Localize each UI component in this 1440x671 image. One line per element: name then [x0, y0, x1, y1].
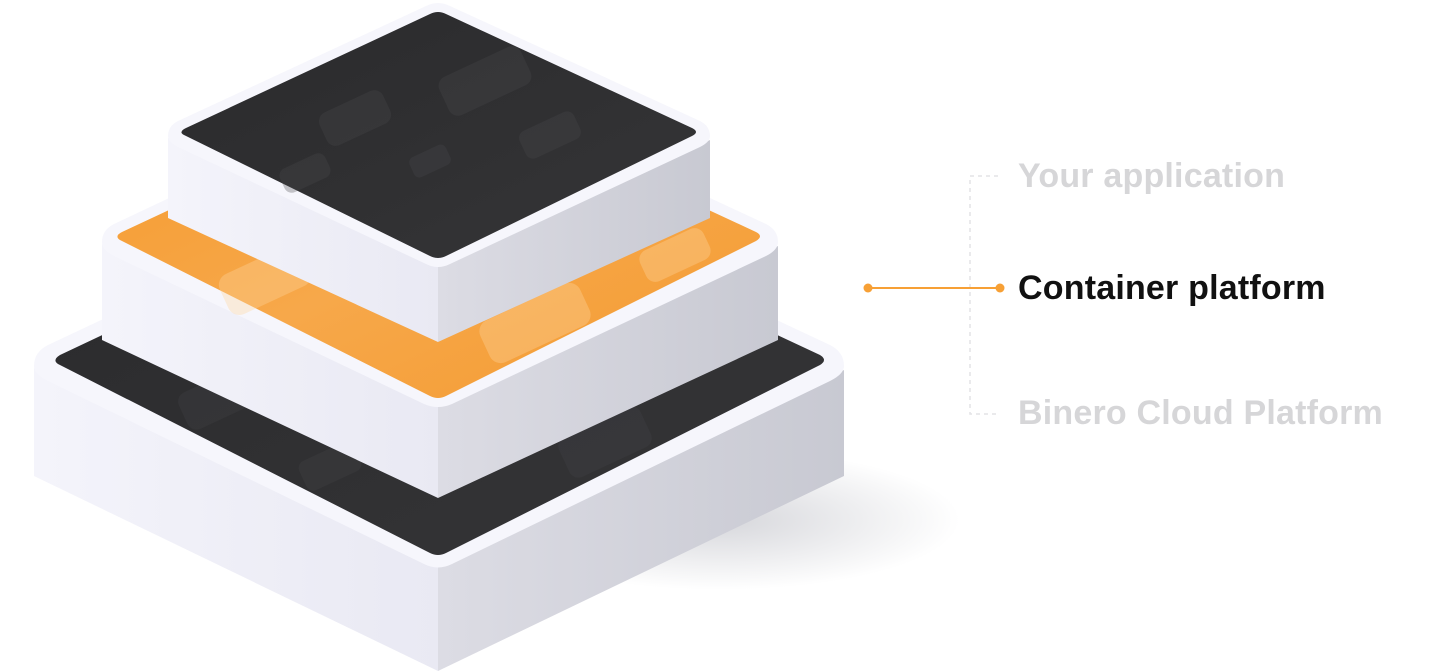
orange-dot-connector-icon [863, 283, 1005, 293]
layer-bottom-right-side [438, 370, 844, 671]
layer-top-right-side [438, 140, 710, 342]
layer-top-your-application [168, 3, 710, 342]
layer-label-your-application[interactable]: Your application [1018, 157, 1286, 195]
layer-top-dark-surface [181, 12, 696, 258]
layer-middle-left-side [102, 244, 438, 498]
layer-bottom-left-side [34, 368, 438, 671]
layer-top-left-side [168, 138, 438, 342]
layer-label-binero-cloud-platform[interactable]: Binero Cloud Platform [1018, 394, 1383, 432]
layer-label-container-platform[interactable]: Container platform [1018, 269, 1326, 307]
layer-middle-right-side [438, 246, 778, 498]
layer-bracket [969, 175, 998, 415]
